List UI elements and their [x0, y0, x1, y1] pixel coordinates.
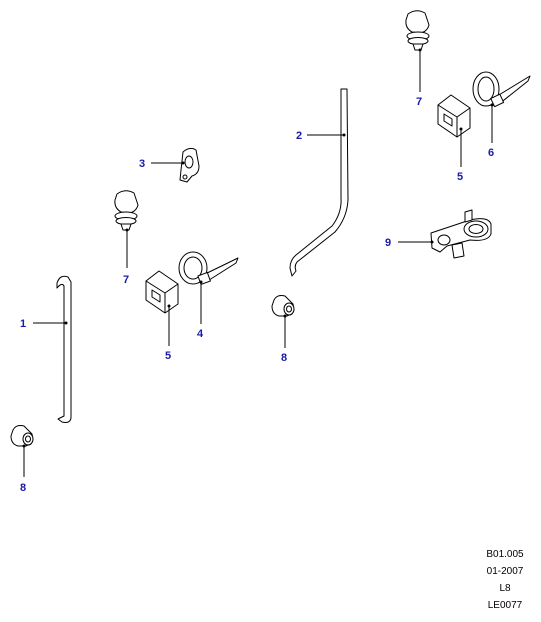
diagram-code: B01.005 [486, 549, 524, 560]
drawing-reference-block: B01.005 01-2007 L8 LE0077 [475, 546, 535, 614]
leader-dot-7-left [125, 228, 129, 232]
grommet-part-8-left [10, 425, 34, 447]
callout-1: 1 [20, 318, 26, 330]
callout-9: 9 [385, 237, 391, 249]
callout-7-right: 7 [416, 96, 422, 108]
callout-2: 2 [296, 130, 302, 142]
leader-dot-1 [64, 321, 68, 325]
leader-dot-8-left [22, 444, 26, 448]
leader-dot-2 [342, 133, 346, 137]
callout-7-left: 7 [123, 274, 129, 286]
leader-dot-3 [181, 161, 185, 165]
leader-dot-7-right [418, 48, 422, 52]
pipe-clip-part-9 [430, 209, 492, 259]
leader-dot-8-center [283, 314, 287, 318]
callout-8-left: 8 [20, 482, 26, 494]
callout-3: 3 [139, 158, 145, 170]
diagram-date: 01-2007 [486, 566, 524, 577]
callout-5-left: 5 [165, 350, 171, 362]
fir-tree-clip-part-7-right [405, 10, 430, 51]
pipe-part-1 [56, 275, 72, 423]
cable-tie-part-4 [178, 251, 239, 285]
illustration-number: LE0077 [487, 600, 523, 611]
callout-6: 6 [488, 147, 494, 159]
leader-dot-9 [430, 240, 434, 244]
leader-dot-6 [490, 103, 494, 107]
pipe-part-2 [289, 88, 349, 277]
grommet-part-8-center [271, 295, 295, 317]
callout-4: 4 [197, 328, 204, 340]
block-clip-part-5-left [145, 270, 179, 314]
block-clip-part-5-right [437, 94, 471, 138]
callout-8-center: 8 [281, 352, 287, 364]
model-code: L8 [499, 583, 511, 594]
leader-dot-5-left [167, 304, 171, 308]
p-clip-part-3 [179, 147, 200, 183]
leader-dot-5-right [459, 127, 463, 131]
callout-5-right: 5 [457, 171, 463, 183]
leader-dot-4 [199, 280, 203, 284]
fir-tree-clip-part-7-left [114, 190, 139, 231]
cable-tie-part-6 [472, 71, 531, 108]
